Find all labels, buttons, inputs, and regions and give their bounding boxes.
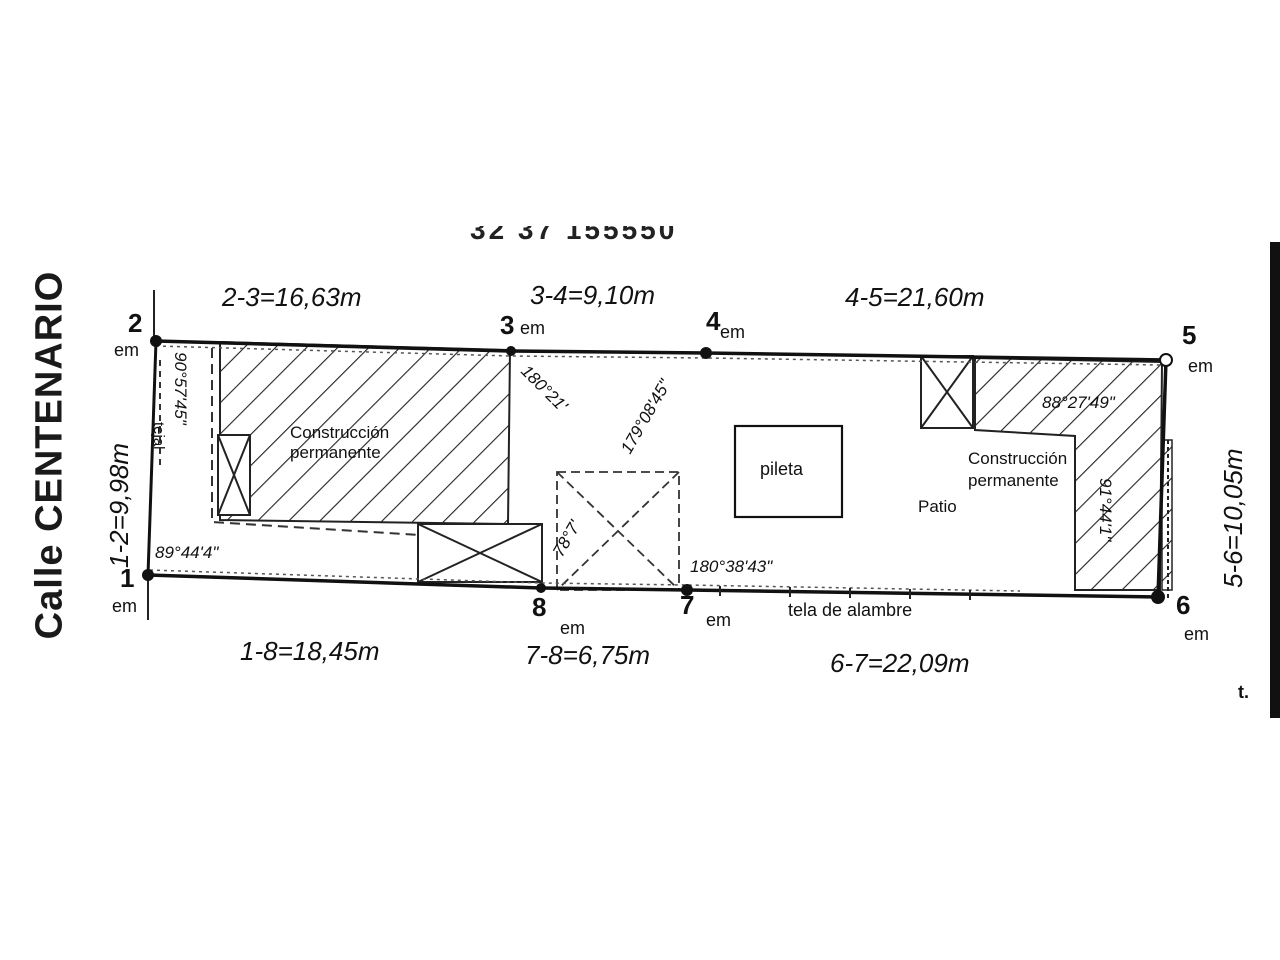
angle-1: 89°44'4" bbox=[155, 543, 219, 562]
crossed-box-bottom bbox=[417, 523, 543, 583]
vertex-label-8: 8 bbox=[532, 592, 546, 622]
vertex-point-3 bbox=[506, 346, 516, 356]
vertex-point-6 bbox=[1151, 590, 1165, 604]
construction-left-label-line2: permanente bbox=[290, 443, 381, 462]
angle-4: 179°08'45" bbox=[617, 375, 675, 457]
em-marker-4: em bbox=[720, 322, 745, 342]
vertex-point-2 bbox=[150, 335, 162, 347]
construction-left-label-line1: Construcción bbox=[290, 423, 389, 442]
vertex-label-3: 3 bbox=[500, 310, 514, 340]
fence-label: tela de alambre bbox=[788, 600, 912, 620]
lot-boundary bbox=[146, 290, 1169, 620]
vertex-label-5: 5 bbox=[1182, 320, 1196, 350]
vertex-point-8 bbox=[536, 583, 546, 593]
pool bbox=[733, 424, 844, 519]
vertex-point-4 bbox=[700, 347, 712, 359]
dimension-3-4: 3-4=9,10m bbox=[530, 280, 655, 310]
angle-7: 180°38'43" bbox=[690, 557, 773, 576]
dimension-2-3: 2-3=16,63m bbox=[221, 282, 361, 312]
dimension-6-7: 6-7=22,09m bbox=[830, 648, 969, 678]
crossed-box-left bbox=[217, 434, 251, 516]
em-marker-3: em bbox=[520, 318, 545, 338]
wall-left-label: tejal bbox=[150, 422, 167, 450]
inner-dashed-line bbox=[211, 348, 421, 536]
vertex-label-1: 1 bbox=[120, 563, 134, 593]
header-fragment: 32 37 155550 bbox=[470, 226, 678, 245]
vertex-point-5 bbox=[1159, 353, 1173, 367]
em-marker-7: em bbox=[706, 610, 731, 630]
em-marker-8: em bbox=[560, 618, 585, 638]
angle-6: 91°44'1" bbox=[1096, 478, 1115, 542]
vertex-point-7 bbox=[681, 584, 693, 596]
em-marker-2: em bbox=[114, 340, 139, 360]
angle-8: 78°7' bbox=[549, 517, 585, 560]
em-marker-5: em bbox=[1188, 356, 1213, 376]
construction-right-label-line2: permanente bbox=[968, 471, 1059, 490]
em-marker-1: em bbox=[112, 596, 137, 616]
construction-right-label-line1: Construcción bbox=[968, 449, 1067, 468]
pool-label: pileta bbox=[760, 459, 804, 479]
right-edge-band bbox=[1270, 242, 1280, 718]
dimension-5-6: 5-6=10,05m bbox=[1218, 449, 1248, 588]
patio-label: Patio bbox=[918, 497, 957, 516]
angle-3: 180°21' bbox=[517, 361, 571, 415]
em-marker-6: em bbox=[1184, 624, 1209, 644]
angle-2: 90°57'45" bbox=[171, 352, 190, 426]
vertex-point-1 bbox=[142, 569, 154, 581]
vertex-label-6: 6 bbox=[1176, 590, 1190, 620]
dimension-7-8: 7-8=6,75m bbox=[525, 640, 650, 670]
crossed-box-right bbox=[920, 355, 974, 429]
dimension-1-8: 1-8=18,45m bbox=[240, 636, 379, 666]
angle-5: 88°27'49" bbox=[1042, 393, 1116, 412]
fence-ticks bbox=[719, 586, 971, 600]
corner-mark: t. bbox=[1238, 682, 1249, 702]
vertex-label-4: 4 bbox=[706, 306, 721, 336]
vertex-label-2: 2 bbox=[128, 308, 142, 338]
dimension-4-5: 4-5=21,60m bbox=[845, 282, 984, 312]
vertex-label-7: 7 bbox=[680, 590, 694, 620]
dimension-1-2: 1-2=9,98m bbox=[104, 443, 134, 568]
